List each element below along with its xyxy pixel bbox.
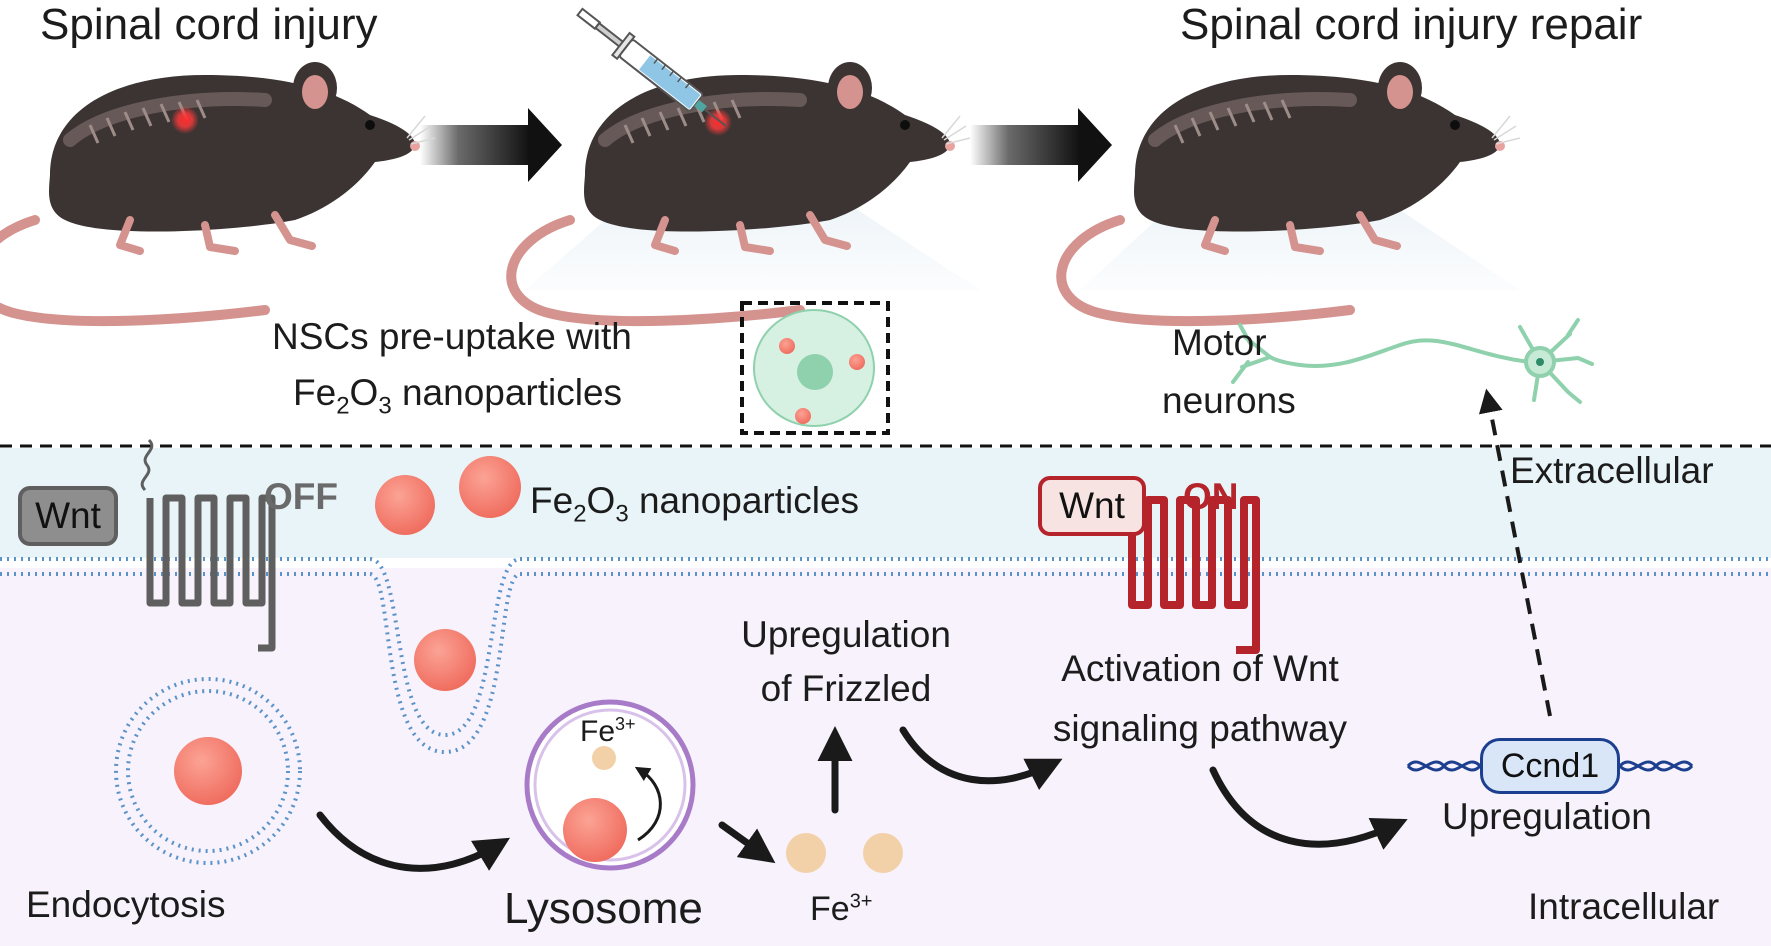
- nanoparticles: [375, 456, 521, 691]
- frizzled-receptor-off: [140, 438, 276, 652]
- syringe-icon: [576, 7, 727, 127]
- ccnd1-gene-badge: Ccnd1: [1480, 738, 1620, 794]
- injured-mouse: [0, 62, 435, 321]
- extracellular-region: [0, 448, 1771, 558]
- flow-arrow-1: [420, 108, 562, 182]
- fe-lysosome-label: Fe3+: [580, 714, 636, 748]
- nsc-label-line2: Fe2O3 nanoparticles: [293, 372, 623, 420]
- wnt-activation-line2: signaling pathway: [1052, 708, 1348, 749]
- np-label: Fe2O3 nanoparticles: [530, 480, 860, 528]
- repaired-mouse: [1061, 62, 1520, 321]
- nsc-cell-inset: [740, 301, 890, 435]
- endosome-vesicle: [114, 677, 302, 865]
- extracellular-label: Extracellular: [1510, 450, 1714, 491]
- motor-label-line2: neurons: [1162, 380, 1296, 421]
- flow-arrow-2: [970, 108, 1112, 182]
- treated-mouse: [511, 62, 980, 321]
- fe-free-label: Fe3+: [810, 890, 873, 928]
- nsc-label-line1: NSCs pre-uptake with: [272, 316, 632, 357]
- cell-membrane: [0, 557, 1771, 755]
- intracellular-label: Intracellular: [1528, 886, 1720, 927]
- fe-ions: [786, 833, 903, 873]
- motor-label-line1: Motor: [1172, 322, 1267, 363]
- frizzled-receptor-on: [1128, 496, 1260, 654]
- dna-helix-icon: [1406, 760, 1694, 772]
- wnt-off-badge: Wnt: [18, 486, 118, 546]
- frizzled-label-line2: of Frizzled: [760, 668, 932, 709]
- injury-title: Spinal cord injury: [40, 0, 378, 49]
- off-label: OFF: [264, 476, 338, 517]
- dashed-arrow-to-neurons: [1478, 388, 1552, 717]
- lysosome-label: Lysosome: [504, 884, 703, 933]
- wnt-activation-line1: Activation of Wnt: [1061, 648, 1339, 689]
- motor-neuron-icon: [1231, 318, 1594, 404]
- on-label: ON: [1183, 476, 1239, 517]
- lysosome: [524, 699, 696, 871]
- repair-title: Spinal cord injury repair: [1180, 0, 1643, 49]
- injury-site-icon: [171, 106, 199, 134]
- endocytosis-label: Endocytosis: [26, 884, 226, 925]
- wnt-on-badge: Wnt: [1038, 476, 1146, 536]
- frizzled-label-line1: Upregulation: [741, 614, 951, 655]
- pathway-arrows: [316, 726, 1408, 872]
- upregulation-label: Upregulation: [1442, 796, 1652, 837]
